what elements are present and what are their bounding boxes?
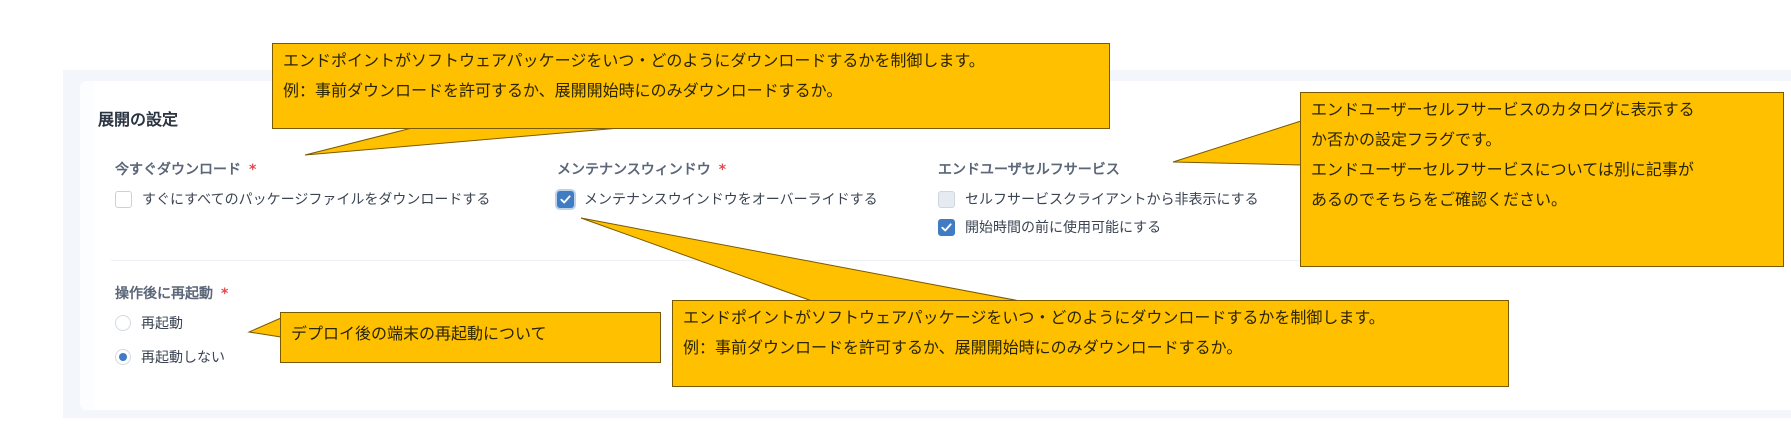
override-maintenance-window-checkbox[interactable]: メンテナンスウインドウをオーバーライドする (557, 189, 878, 209)
callout-line: か否かの設定フラグです。 (1311, 130, 1502, 149)
end-user-self-service-label-text: エンドユーザセルフサービス (938, 162, 1120, 178)
callout-line: デプロイ後の端末の再起動について (291, 324, 547, 343)
section-title: 展開の設定 (98, 110, 179, 129)
restart-after-label-text: 操作後に再起動 (115, 286, 213, 302)
override-maintenance-window-label: メンテナンスウインドウをオーバーライドする (584, 192, 878, 208)
restart-radio-label: 再起動 (141, 316, 183, 332)
maintenance-window-label: メンテナンスウィンドウ * (557, 159, 726, 179)
checkbox-unchecked-icon[interactable] (115, 190, 132, 208)
required-asterisk: * (249, 162, 257, 178)
callout-maintenance-explanation: エンドポイントがソフトウェアパッケージをいつ・どのようにダウンロードするかを制御… (672, 300, 1509, 387)
checkbox-disabled-icon[interactable] (938, 190, 955, 208)
download-now-label-text: 今すぐダウンロード (115, 162, 241, 178)
download-now-label: 今すぐダウンロード * (115, 159, 256, 179)
available-before-start-label: 開始時間の前に使用可能にする (965, 220, 1162, 236)
radio-selected-icon[interactable] (115, 349, 131, 365)
download-all-packages-label: すぐにすべてのパッケージファイルをダウンロードする (142, 192, 491, 208)
callout-line: あるのでそちらをご確認ください。 (1311, 190, 1568, 209)
no-restart-radio[interactable]: 再起動しない (115, 347, 225, 367)
callout-line: エンドポイントがソフトウェアパッケージをいつ・どのようにダウンロードするかを制御… (283, 51, 985, 70)
radio-dot-icon (119, 353, 127, 361)
callout-line: エンドユーザーセルフサービスについては別に記事が (1311, 160, 1694, 179)
hide-from-self-service-checkbox[interactable]: セルフサービスクライアントから非表示にする (938, 189, 1259, 209)
available-before-start-checkbox[interactable]: 開始時間の前に使用可能にする (938, 217, 1161, 237)
checkbox-checked-icon[interactable] (557, 190, 574, 208)
no-restart-radio-label: 再起動しない (141, 350, 225, 366)
checkbox-checked-icon[interactable] (938, 218, 955, 236)
callout-download-explanation: エンドポイントがソフトウェアパッケージをいつ・どのようにダウンロードするかを制御… (272, 43, 1110, 129)
callout-line: 例：事前ダウンロードを許可するか、展開開始時にのみダウンロードするか。 (283, 81, 843, 100)
callout-restart-explanation: デプロイ後の端末の再起動について (280, 312, 661, 363)
required-asterisk: * (221, 286, 229, 302)
callout-self-service-explanation: エンドユーザーセルフサービスのカタログに表示する か否かの設定フラグです。 エン… (1300, 92, 1784, 267)
radio-unselected-icon[interactable] (115, 315, 131, 331)
maintenance-window-label-text: メンテナンスウィンドウ (557, 162, 711, 178)
end-user-self-service-label: エンドユーザセルフサービス (938, 159, 1120, 179)
callout-line: 例：事前ダウンロードを許可するか、展開開始時にのみダウンロードするか。 (683, 338, 1243, 357)
callout-line: エンドユーザーセルフサービスのカタログに表示する (1311, 100, 1695, 119)
required-asterisk: * (718, 162, 727, 178)
hide-from-self-service-label: セルフサービスクライアントから非表示にする (965, 192, 1259, 208)
callout-line: エンドポイントがソフトウェアパッケージをいつ・どのようにダウンロードするかを制御… (683, 308, 1385, 327)
download-all-packages-checkbox[interactable]: すぐにすべてのパッケージファイルをダウンロードする (115, 189, 490, 209)
restart-radio[interactable]: 再起動 (115, 313, 183, 333)
restart-after-label: 操作後に再起動 * (115, 283, 228, 303)
